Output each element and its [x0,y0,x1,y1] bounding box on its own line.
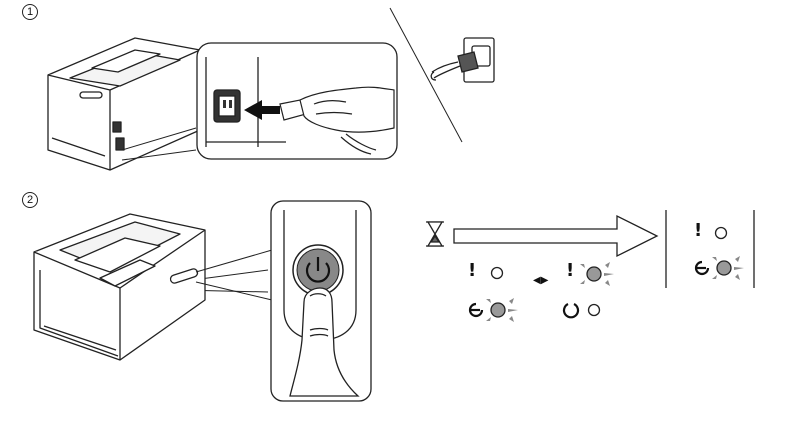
ready-led-blinking [468,298,518,322]
power-button-callout [270,200,372,402]
wall-outlet-icon [430,37,495,83]
led-icon-blinking [580,262,614,286]
final-ready-led-blinking [694,256,744,280]
final-error-symbol: ! [694,220,703,241]
hand-plug-icon [279,86,395,155]
step-1-number: 1 [22,4,38,20]
printer-icon [47,37,201,171]
finger-press-icon [289,287,360,397]
final-state-box [665,210,755,288]
printer-icon-step2 [33,213,206,361]
arrow-right-icon [453,214,659,258]
led-icon [490,266,504,280]
error-symbol-blinking: ! [566,260,575,281]
ready-led-off [562,303,601,319]
arrow-left-icon [244,100,280,120]
power-inlet-callout [196,42,398,160]
error-symbol: ! [468,260,477,281]
power-inlet-icon [205,57,286,147]
hourglass-icon [426,221,444,247]
final-error-led [714,226,728,240]
alternate-arrows: ◀▶ [533,275,549,286]
step-2-number: 2 [22,192,38,208]
power-button-icon [292,244,344,296]
